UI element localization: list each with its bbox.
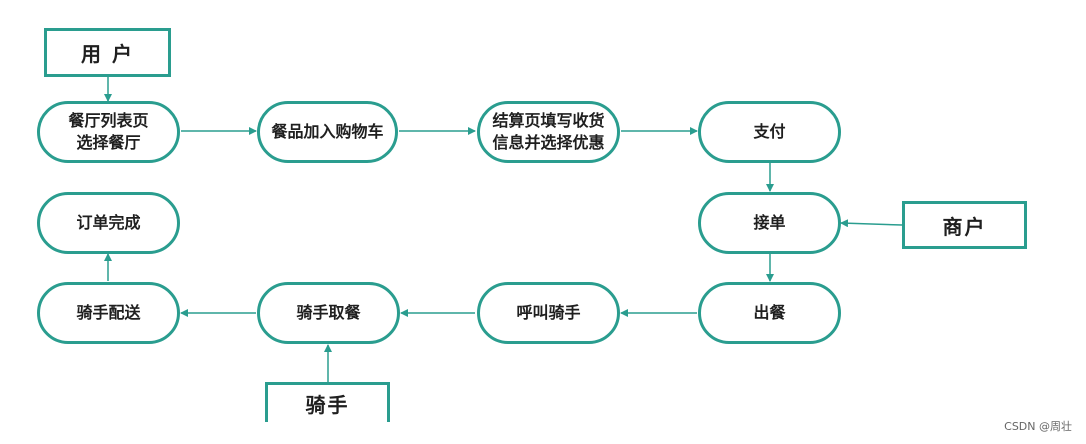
actor-user-label: 用 户	[81, 42, 134, 66]
step-rider-deliver-label: 骑手配送	[76, 303, 141, 322]
actor-merchant-box: 商户	[902, 201, 1027, 249]
step-accept-order: 接单	[698, 192, 841, 254]
watermark: CSDN @周壮	[1004, 420, 1072, 433]
step-pay: 支付	[698, 101, 841, 163]
step-rider-deliver: 骑手配送	[37, 282, 180, 344]
step-pay-label: 支付	[753, 122, 786, 141]
actor-rider-box: 骑手	[265, 382, 390, 422]
step-rider-pickup-label: 骑手取餐	[296, 303, 361, 322]
actor-user-box: 用 户	[44, 28, 171, 77]
actor-merchant-label: 商户	[942, 214, 987, 239]
actor-rider-label: 骑手	[305, 393, 350, 417]
step-select-restaurant: 餐厅列表页 选择餐厅	[37, 101, 180, 163]
step-add-to-cart-label: 餐品加入购物车	[271, 122, 384, 141]
step-order-complete: 订单完成	[37, 192, 180, 254]
step-call-rider-label: 呼叫骑手	[516, 303, 581, 322]
step-add-to-cart: 餐品加入购物车	[257, 101, 398, 163]
step-checkout-label: 结算页填写收货 信息并选择优惠	[492, 111, 605, 152]
step-select-restaurant-label: 餐厅列表页 选择餐厅	[68, 111, 149, 152]
step-order-complete-label: 订单完成	[76, 213, 141, 232]
step-call-rider: 呼叫骑手	[477, 282, 620, 344]
step-accept-order-label: 接单	[753, 213, 786, 232]
arrow-merchant-to-accept	[840, 219, 903, 228]
step-rider-pickup: 骑手取餐	[257, 282, 400, 344]
step-serve-meal: 出餐	[698, 282, 841, 344]
step-checkout: 结算页填写收货 信息并选择优惠	[477, 101, 620, 163]
step-serve-meal-label: 出餐	[753, 303, 786, 322]
